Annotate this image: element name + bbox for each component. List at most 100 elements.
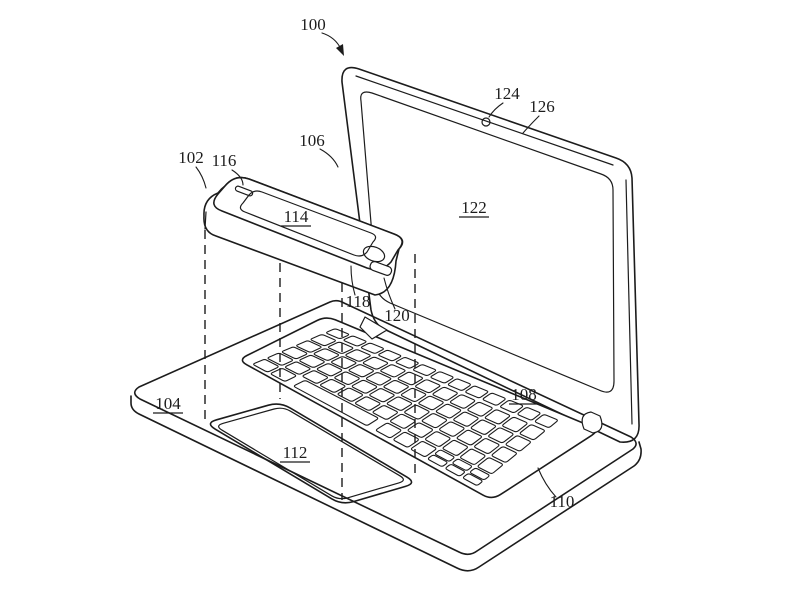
keyboard-key — [456, 429, 483, 446]
ref-label-120: 120 — [384, 306, 410, 325]
keyboard-key — [447, 378, 471, 391]
keyboard-key — [310, 334, 336, 347]
keyboard-key — [360, 342, 384, 354]
keyboard-key — [465, 385, 489, 399]
dock-recess-inner — [218, 407, 404, 500]
keyboard-key — [331, 356, 357, 370]
keyboard-key — [372, 405, 398, 420]
ref-label-106: 106 — [299, 131, 325, 150]
ref-label-126: 126 — [529, 97, 555, 116]
ref-label-118: 118 — [346, 292, 371, 311]
phone-edge-crease — [204, 211, 207, 230]
keyboard-key — [378, 349, 402, 362]
dock-recess — [209, 403, 413, 504]
earpiece-speaker — [234, 185, 254, 197]
keyboard-key — [296, 340, 322, 353]
ref-leader-106 — [319, 148, 339, 168]
keyboard-key — [395, 357, 419, 369]
keyboard-key — [404, 404, 430, 420]
keyboard-key — [293, 380, 379, 426]
keyboard-key — [488, 427, 514, 444]
keyboard-key — [386, 396, 413, 411]
keyboard-key — [407, 422, 434, 438]
keyboard-key — [393, 431, 419, 448]
keyboard-key — [316, 363, 343, 377]
keyboard-key — [270, 368, 297, 382]
keyboard-key — [400, 387, 427, 402]
keyboard-key — [313, 348, 340, 361]
ref-label-110: 110 — [550, 492, 575, 511]
ref-label-102: 102 — [178, 148, 204, 167]
keyboard-key — [355, 396, 381, 411]
hinge — [581, 411, 603, 434]
laptop-base — [130, 299, 642, 572]
keyboard-key — [334, 371, 360, 385]
keyboard-key — [418, 395, 444, 411]
keyboard-key — [505, 435, 531, 452]
ref-leader-120 — [383, 277, 396, 310]
phone-screen — [239, 190, 377, 257]
base-bottom-edge — [130, 395, 642, 572]
ref-leader-124 — [488, 102, 504, 118]
keyboard-key — [445, 464, 466, 477]
keyboard-key — [365, 372, 392, 386]
keyboard-key — [253, 359, 279, 373]
keyboard-key — [460, 448, 486, 465]
ref-arrowhead-100 — [336, 44, 344, 56]
keyboard-key — [477, 457, 503, 474]
ref-label-104: 104 — [155, 394, 181, 413]
keyboard-key — [421, 413, 448, 429]
keyboard-key — [467, 401, 493, 417]
ref-leader-100 — [321, 32, 342, 50]
lid-rim-right — [625, 179, 633, 425]
keyboard-key — [432, 386, 458, 401]
keyboard-key — [284, 361, 311, 375]
keyboard-key — [383, 379, 409, 394]
keyboard-key — [434, 449, 455, 462]
keyboard-key — [427, 454, 448, 467]
keyboard-key — [502, 416, 528, 433]
ref-label-116: 116 — [212, 151, 237, 170]
keyboard-key — [369, 388, 395, 403]
keyboard-key — [380, 364, 406, 378]
keyboard-key — [348, 364, 374, 378]
keyboard-key — [519, 424, 545, 441]
ref-label-122: 122 — [461, 198, 487, 217]
keyboard-key — [397, 371, 424, 386]
camera-icon — [481, 117, 491, 127]
ref-leader-118 — [350, 265, 356, 296]
ref-label-114: 114 — [284, 207, 309, 226]
base-top-outline — [133, 299, 637, 556]
keyboard-key — [449, 394, 476, 409]
ref-label-112: 112 — [283, 443, 308, 462]
keyboard-key — [469, 467, 490, 481]
screen-bezel — [360, 91, 615, 393]
keyboard-key — [517, 407, 541, 421]
keyboard-key — [442, 439, 468, 456]
keyboard-key — [337, 387, 363, 402]
keyboard-key — [430, 371, 454, 384]
keyboard-key — [302, 370, 329, 384]
keyboard-key — [362, 356, 389, 370]
keyboard-key — [435, 403, 462, 419]
keyboard-key — [491, 446, 517, 463]
ref-label-108: 108 — [511, 385, 537, 404]
dock-recess-outer — [209, 403, 413, 504]
keyboard-key — [462, 473, 483, 486]
keyboard-key — [351, 379, 378, 394]
ref-leader-116 — [231, 169, 244, 186]
projection-lines — [204, 215, 416, 500]
keyboard-key — [470, 419, 497, 435]
keyboard-key — [534, 414, 558, 428]
keyboard-key — [345, 349, 371, 362]
home-button — [362, 245, 386, 263]
keyboard-key — [299, 354, 325, 368]
keyboard-key — [375, 422, 402, 439]
keyboard-key — [474, 438, 500, 455]
keyboard-key — [327, 341, 354, 354]
phone — [203, 176, 404, 296]
keyboard-key — [452, 458, 473, 471]
ref-leader-110 — [537, 467, 557, 498]
